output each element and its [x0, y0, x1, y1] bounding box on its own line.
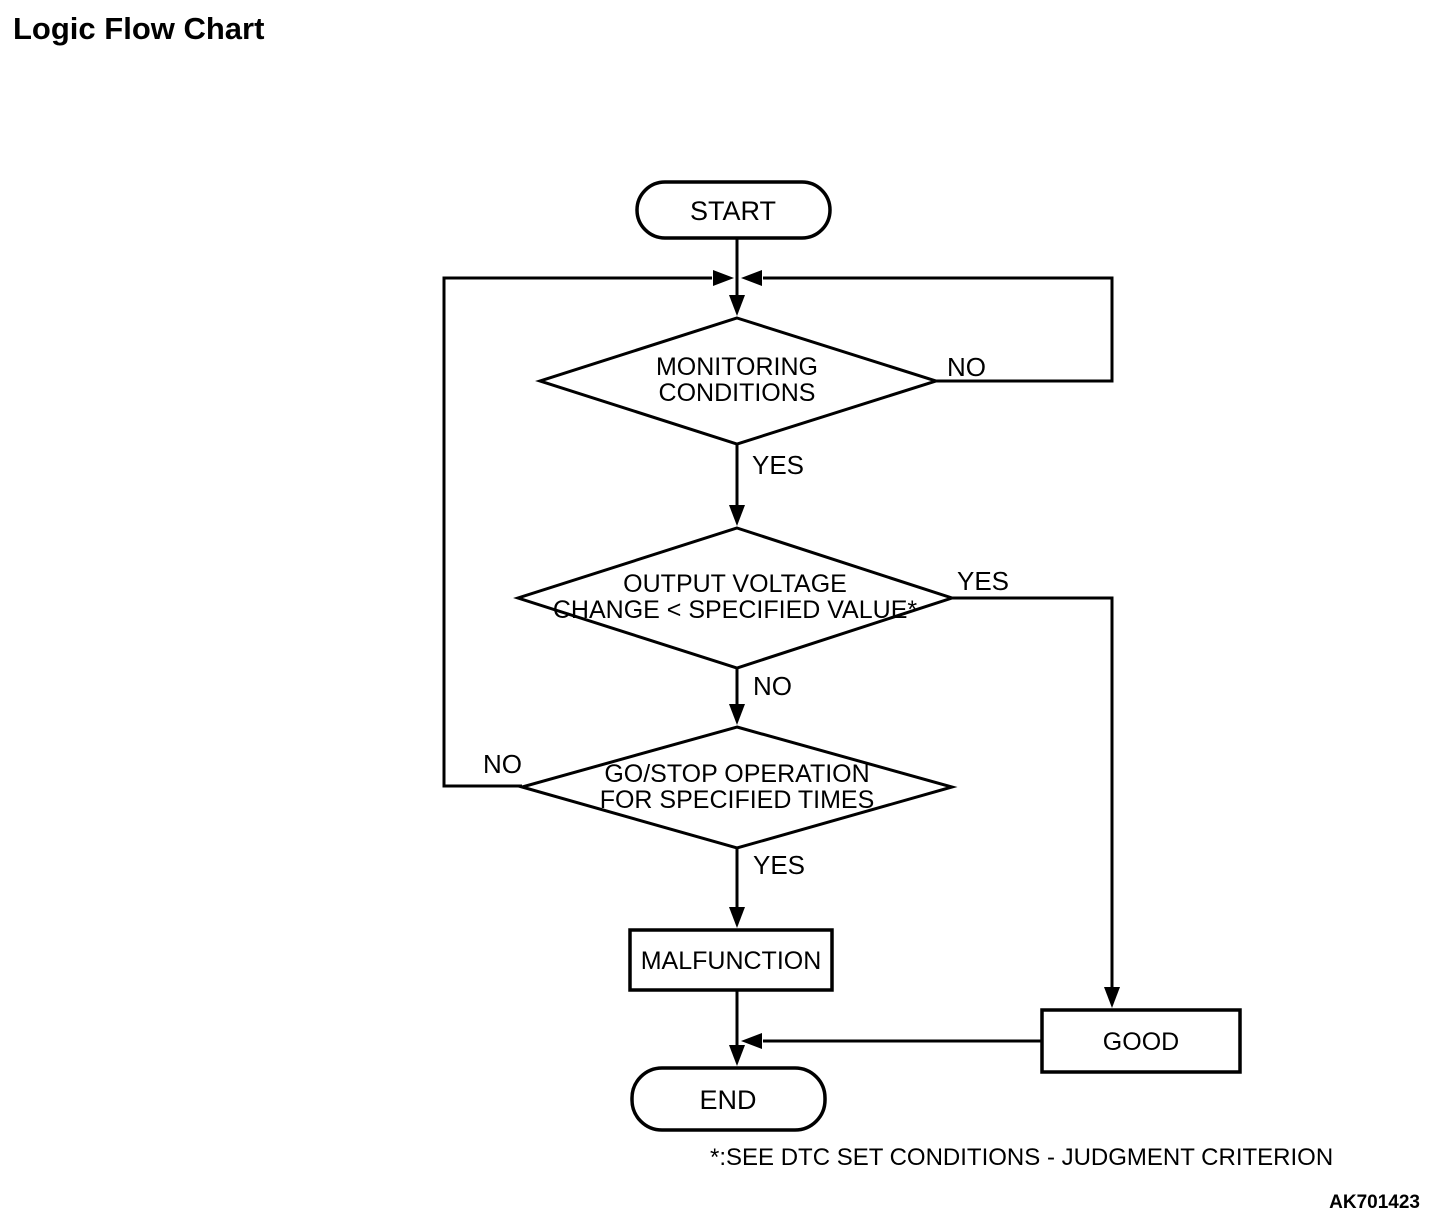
decision-monitoring-conditions [535, 316, 941, 446]
decision-go-stop-operation [516, 725, 958, 850]
edge-labels-group: NO YES YES NO NO YES [483, 352, 1009, 880]
figure-code: AK701423 [1329, 1192, 1420, 1213]
edges-group [442, 238, 1114, 1045]
page-title: Logic Flow Chart [13, 11, 264, 46]
decision-output-voltage-change [513, 526, 957, 670]
arrowhead-good-join [741, 1033, 762, 1049]
label-go-stop-yes: YES [753, 850, 805, 880]
node-labels-group: START MONITORING CONDITIONS OUTPUT VOLTA… [553, 196, 1179, 1115]
label-monitoring-no: NO [947, 352, 986, 382]
end-label: END [699, 1085, 756, 1115]
go-stop-label-line1: GO/STOP OPERATION [604, 760, 869, 788]
good-label: GOOD [1103, 1028, 1179, 1056]
monitoring-label-line2: CONDITIONS [659, 379, 816, 407]
arrowhead-into-malfunction [729, 907, 745, 928]
terminator-start [635, 180, 832, 240]
edge-go-stop-no-feedback [442, 276, 712, 788]
arrowhead-into-output-voltage [729, 505, 745, 526]
process-good [1040, 1008, 1242, 1074]
nodes-group [513, 180, 1242, 1132]
malfunction-label: MALFUNCTION [641, 947, 822, 975]
process-malfunction [628, 928, 834, 992]
output-voltage-label-line2: CHANGE < SPECIFIED VALUE* [553, 596, 917, 624]
arrowhead-into-go-stop [729, 704, 745, 725]
label-go-stop-no: NO [483, 749, 522, 779]
label-output-voltage-yes: YES [957, 566, 1009, 596]
label-monitoring-yes: YES [752, 450, 804, 480]
footnote: *:SEE DTC SET CONDITIONS - JUDGMENT CRIT… [710, 1144, 1333, 1171]
start-label: START [690, 196, 776, 226]
label-output-voltage-no: NO [753, 671, 792, 701]
edge-monitoring-no-feedback [763, 276, 1114, 383]
go-stop-label-line2: FOR SPECIFIED TIMES [600, 786, 875, 814]
arrowhead-into-end [729, 1045, 745, 1066]
output-voltage-label-line1: OUTPUT VOLTAGE [623, 570, 847, 598]
edge-output-yes-to-good [952, 596, 1114, 987]
arrowhead-junction-from-right [741, 270, 762, 286]
arrowhead-into-good [1104, 987, 1120, 1008]
terminator-end [630, 1066, 827, 1132]
arrowheads-group [713, 270, 1120, 1066]
arrowhead-into-monitoring [729, 295, 745, 316]
monitoring-label-line1: MONITORING [656, 353, 818, 381]
arrowhead-junction-from-left [713, 270, 734, 286]
